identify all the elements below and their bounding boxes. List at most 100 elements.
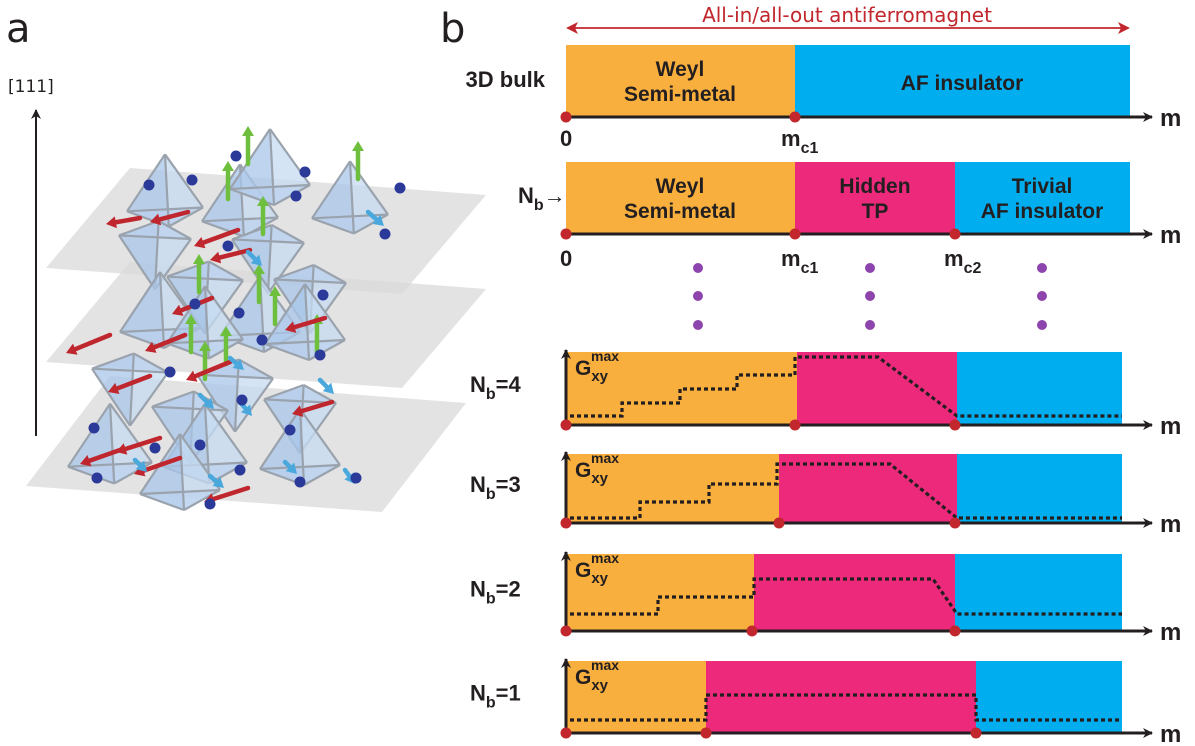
spin-in-plane-arrow [80, 447, 123, 467]
m-axis-label-bulk: m [1160, 105, 1181, 132]
ellipsis-dot [1037, 320, 1047, 330]
spin-site [194, 439, 206, 451]
spin-up-arrow [185, 314, 197, 355]
ellipsis-dots [693, 263, 1047, 330]
spin-out-arrow [197, 392, 214, 409]
spin-in-plane-arrow [210, 247, 253, 264]
row-label-nb: Nb=1 [470, 681, 521, 712]
critical-point-0-bulk [560, 111, 572, 123]
spin-out-arrow [245, 249, 262, 266]
tick-mc1-ninf: mc1 [781, 246, 818, 277]
spin-up-arrow [257, 196, 269, 237]
ellipsis-dot [1037, 263, 1047, 273]
band-af-insulator-label: AF insulator [901, 72, 1024, 95]
spin-up-arrow [352, 141, 364, 182]
spin-in-plane-arrow [106, 215, 143, 229]
gxy-curve [570, 577, 1122, 616]
critical-point-0-ninf [560, 228, 572, 240]
spin-site [314, 349, 326, 361]
band-hidden-tp-ninf [795, 162, 955, 234]
critical-point [949, 625, 961, 637]
spin-site [164, 366, 176, 378]
critical-point [560, 419, 572, 431]
band-hidden-tp [797, 352, 957, 425]
spin-site [233, 307, 245, 319]
ellipsis-dot [693, 320, 703, 330]
band-weyl [566, 352, 797, 425]
band-hidden-tp-line1: Hidden [839, 175, 910, 198]
spin-up-arrow [253, 264, 265, 305]
spin-up-arrow [222, 161, 234, 202]
band-weyl-ninf-line2: Semi-metal [624, 200, 736, 223]
critical-point [746, 625, 758, 637]
band-trivial-af [955, 554, 1122, 631]
pyrochlore-lattice-illustration [26, 126, 486, 512]
band-trivial-af-ninf [955, 162, 1130, 234]
critical-point-mc1-ninf [789, 228, 801, 240]
spin-site [234, 464, 246, 476]
spins [66, 126, 406, 510]
spin-site [290, 190, 302, 202]
critical-point [789, 419, 801, 431]
spin-up-arrow [220, 326, 232, 367]
spin-in-plane-arrow [150, 209, 191, 226]
m-axis-label: m [1160, 721, 1181, 746]
critical-point [949, 517, 961, 529]
spin-site [317, 289, 329, 301]
finite-nb-rows: mGxymaxNb=4mGxymaxNb=3mGxymaxNb=2mGxymax… [470, 348, 1181, 746]
tetrahedron [126, 153, 204, 228]
spin-up-arrow [193, 254, 205, 295]
spin-in-plane-arrow [116, 435, 163, 455]
gxy-max-label: Gxymax [575, 550, 619, 587]
m-axis-label: m [1160, 511, 1181, 538]
spin-site [189, 298, 201, 310]
ellipsis-dot [865, 263, 875, 273]
spin-site [88, 422, 100, 434]
spin-site [91, 472, 103, 484]
critical-point-mc1-bulk [789, 111, 801, 123]
band-trivial-af-line1: Trivial [1012, 175, 1073, 198]
spin-out-arrow [365, 209, 384, 226]
row-label-3d-bulk: 3D bulk [466, 67, 546, 92]
spin-in-plane-arrow [194, 227, 241, 249]
spin-site [284, 424, 296, 436]
spin-in-plane-arrow [66, 332, 113, 355]
tick-mc2-ninf: mc2 [944, 246, 981, 277]
spin-site [294, 476, 306, 488]
spin-site [350, 472, 362, 484]
row-nb-infinity: Nb→∞ Weyl Semi-metal Hidden TP Trivial A… [518, 162, 1181, 277]
spin-site [236, 394, 248, 406]
spin-up-arrow [242, 126, 254, 167]
spin-out-arrow [317, 377, 334, 394]
spin-out-arrow [132, 457, 147, 472]
axis-111-label: [111] [8, 77, 54, 97]
tetrahedron [118, 219, 192, 291]
critical-point [949, 419, 961, 431]
band-weyl-bulk-line2: Semi-metal [624, 83, 736, 106]
ellipsis-dot [865, 291, 875, 301]
ellipsis-dot [693, 291, 703, 301]
gxy-curve [570, 462, 1122, 520]
spin-in-plane-arrow [108, 373, 153, 395]
tetrahedron [91, 352, 169, 427]
tick-mc1-bulk: mc1 [781, 126, 818, 157]
ellipsis-dot [865, 320, 875, 330]
band-hidden-tp [754, 554, 955, 631]
spin-out-arrow [227, 355, 244, 370]
ellipsis-dot [1037, 291, 1047, 301]
critical-point [560, 625, 572, 637]
spin-out-arrow [207, 473, 224, 488]
critical-point-mc2-ninf [949, 228, 961, 240]
row-3d-bulk: 3D bulk Weyl Semi-metal AF insulator m 0… [466, 45, 1181, 157]
spin-up-arrow [269, 286, 281, 327]
spin-in-plane-arrow [186, 359, 233, 382]
gxy-max-label: Gxymax [575, 657, 619, 694]
spin-site [222, 240, 234, 252]
m-axis-label-ninf: m [1160, 222, 1181, 249]
m-axis-label: m [1160, 413, 1181, 440]
spin-site [186, 174, 198, 186]
critical-point [970, 727, 982, 739]
